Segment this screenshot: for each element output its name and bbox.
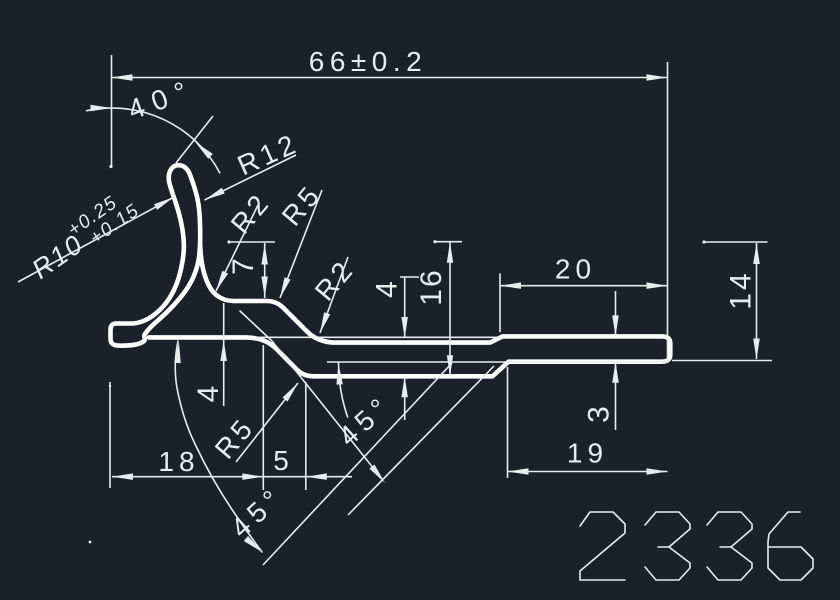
svg-text:5: 5 bbox=[273, 445, 294, 476]
svg-text:18: 18 bbox=[158, 446, 199, 477]
svg-text:14: 14 bbox=[725, 270, 758, 309]
svg-text:7: 7 bbox=[227, 253, 260, 275]
svg-text:19: 19 bbox=[567, 438, 608, 469]
svg-text:66±0.2: 66±0.2 bbox=[309, 46, 427, 77]
svg-text:20: 20 bbox=[555, 254, 596, 285]
svg-text:3: 3 bbox=[583, 401, 616, 423]
svg-text:16: 16 bbox=[415, 268, 448, 305]
svg-text:4: 4 bbox=[371, 276, 404, 298]
svg-text:4: 4 bbox=[192, 381, 225, 403]
